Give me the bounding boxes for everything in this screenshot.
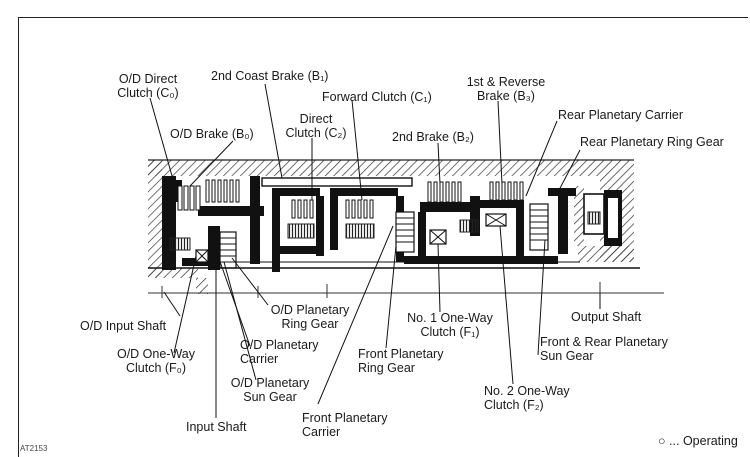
leader-lines xyxy=(149,83,601,418)
label-front-planetary-carrier-line2: Carrier xyxy=(302,425,341,439)
no1-one-way-clutch xyxy=(429,229,447,245)
label-first-reverse-brake-line2: Brake (B₃) xyxy=(477,89,535,103)
label-od-direct-clutch-line2: Clutch (C₀) xyxy=(117,86,179,100)
frame-top-border xyxy=(18,17,748,18)
legend-operating-text: ... Operating xyxy=(669,434,738,448)
od-spring xyxy=(169,237,191,251)
label-od-input-shaft: O/D Input Shaft xyxy=(80,319,167,333)
legend-operating-symbol: ○ xyxy=(658,434,666,448)
label-output-shaft: Output Shaft xyxy=(571,310,642,324)
label-od-planetary-sun-gear-line2: Sun Gear xyxy=(243,390,297,404)
label-od-planetary-carrier: O/D Planetary Carrier xyxy=(240,338,319,366)
label-no1-one-way-clutch-line1: No. 1 One-Way xyxy=(407,311,493,325)
label-od-direct-clutch-line1: O/D Direct xyxy=(118,72,178,86)
label-front-planetary-ring-gear-line1: Front Planetary xyxy=(358,347,444,361)
label-od-planetary-carrier-line1: O/D Planetary xyxy=(240,338,319,352)
label-front-rear-sun-gear-line1: Front & Rear Planetary xyxy=(540,335,668,349)
label-od-direct-clutch: O/D Direct Clutch (C₀) xyxy=(110,72,186,100)
second-coast-brake-band xyxy=(261,177,413,187)
label-first-reverse-brake-line1: 1st & Reverse xyxy=(466,75,546,89)
label-od-brake: O/D Brake (B₀) xyxy=(170,127,254,141)
label-front-rear-sun-gear-line2: Sun Gear xyxy=(540,349,594,363)
od-one-way-clutch xyxy=(195,249,209,263)
label-no2-one-way-clutch-line1: No. 2 One-Way xyxy=(484,384,570,398)
label-no2-one-way-clutch: No. 2 One-Way Clutch (F₂) xyxy=(484,384,570,412)
od-planetary-gear xyxy=(219,231,237,269)
first-reverse-brake-plates xyxy=(489,181,524,201)
label-no1-one-way-clutch: No. 1 One-Way Clutch (F₁) xyxy=(400,311,500,339)
label-front-planetary-ring-gear-line2: Ring Gear xyxy=(358,361,415,375)
no2-one-way-clutch xyxy=(485,213,507,227)
label-od-planetary-ring-gear-line2: Ring Gear xyxy=(281,317,339,331)
label-od-planetary-ring-gear-line1: O/D Planetary xyxy=(270,303,350,317)
legend: ○ ... Operating xyxy=(658,434,738,448)
second-brake-plates xyxy=(427,181,462,203)
label-direct-clutch-line1: Direct xyxy=(299,112,333,126)
direct-clutch-spring xyxy=(287,223,315,239)
od-direct-clutch-plates xyxy=(177,185,201,211)
label-direct-clutch-line2: Clutch (C₂) xyxy=(285,126,347,140)
label-od-planetary-carrier-line2: Carrier xyxy=(240,352,279,366)
label-front-planetary-carrier: Front Planetary Carrier xyxy=(302,411,387,439)
output-governor xyxy=(583,190,622,246)
label-rear-planetary-ring-gear: Rear Planetary Ring Gear xyxy=(580,135,724,149)
forward-clutch-plates xyxy=(345,199,374,219)
label-od-one-way-clutch-line2: Clutch (F₀) xyxy=(125,361,187,375)
label-second-brake: 2nd Brake (B₂) xyxy=(392,130,474,144)
label-direct-clutch: Direct Clutch (C₂) xyxy=(280,112,352,140)
label-front-planetary-ring-gear: Front Planetary Ring Gear xyxy=(358,347,443,375)
label-input-shaft: Input Shaft xyxy=(186,420,247,434)
label-front-rear-sun-gear: Front & Rear Planetary Sun Gear xyxy=(540,335,668,363)
frame-left-border xyxy=(18,17,19,457)
transmission-case xyxy=(148,159,634,294)
label-od-planetary-sun-gear-line1: O/D Planetary xyxy=(230,376,310,390)
label-no1-one-way-clutch-line2: Clutch (F₁) xyxy=(420,325,480,339)
figure-code: AT2153 xyxy=(20,444,48,453)
direct-clutch-plates xyxy=(291,199,314,219)
label-forward-clutch: Forward Clutch (C₁) xyxy=(322,90,432,104)
label-no2-one-way-clutch-line2: Clutch (F₂) xyxy=(484,398,544,412)
forward-clutch-spring xyxy=(345,223,375,239)
od-brake-plates xyxy=(205,179,240,203)
label-od-planetary-ring-gear: O/D Planetary Ring Gear xyxy=(262,303,358,331)
second-brake-spring xyxy=(459,219,479,233)
front-planetary-gear xyxy=(395,211,415,253)
rear-section xyxy=(404,188,576,264)
label-front-planetary-carrier-line1: Front Planetary xyxy=(302,411,388,425)
label-od-one-way-clutch: O/D One-Way Clutch (F₀) xyxy=(108,347,204,375)
label-second-coast-brake: 2nd Coast Brake (B₁) xyxy=(211,69,329,83)
label-od-one-way-clutch-line1: O/D One-Way xyxy=(116,347,196,361)
label-rear-planetary-carrier: Rear Planetary Carrier xyxy=(558,108,684,122)
label-first-reverse-brake: 1st & Reverse Brake (B₃) xyxy=(462,75,550,103)
rear-planetary-gear xyxy=(529,203,549,251)
label-od-planetary-sun-gear: O/D Planetary Sun Gear xyxy=(222,376,318,404)
